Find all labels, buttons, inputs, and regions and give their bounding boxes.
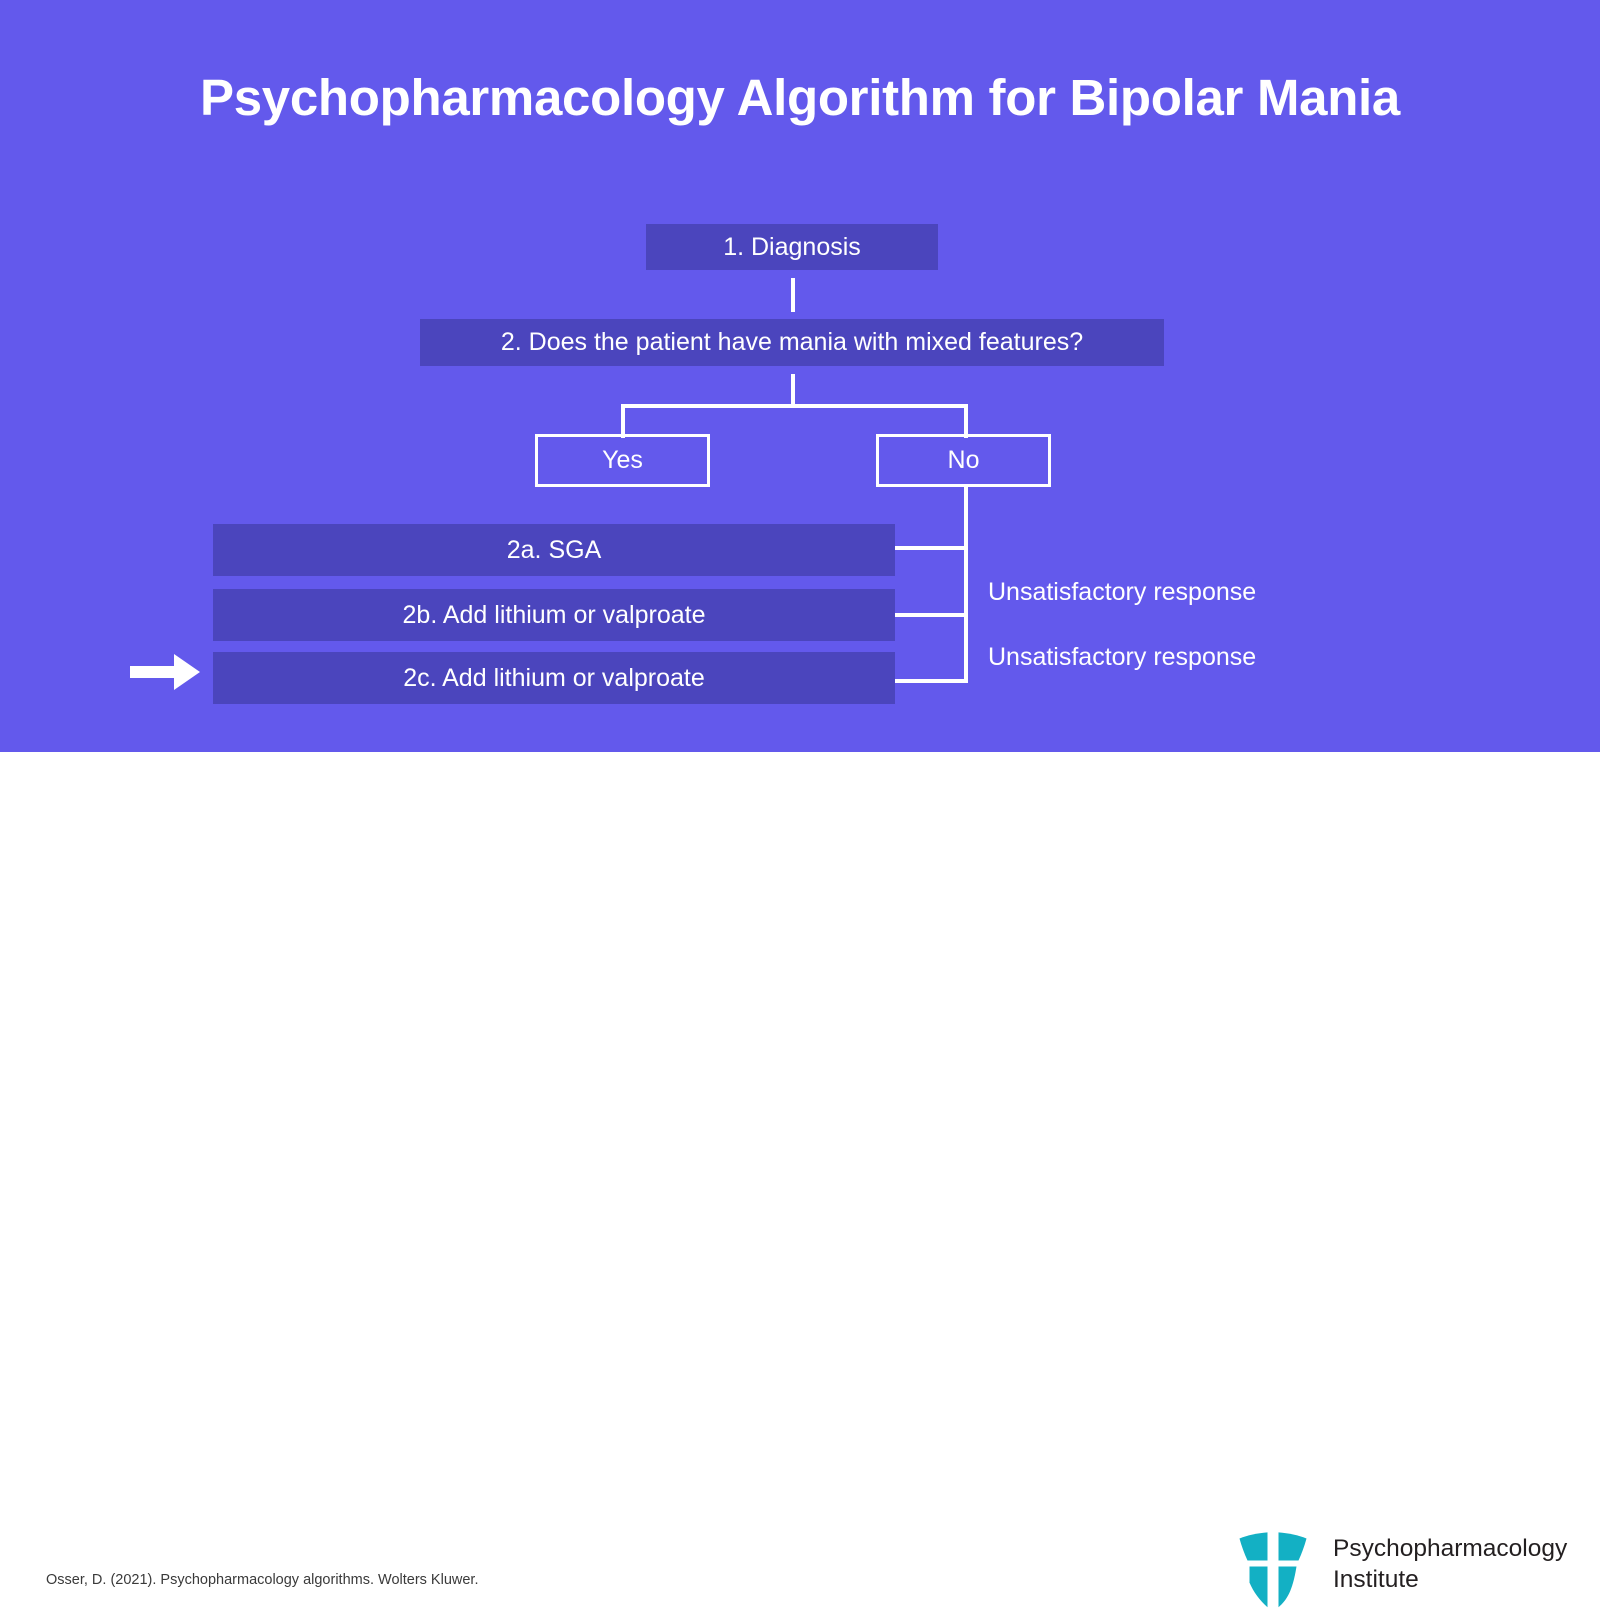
slide-footer: Osser, D. (2021). Psychopharmacology alg… (0, 752, 1600, 1608)
edge-label-unsatisfactory-response-2: Unsatisfactory response (988, 643, 1257, 671)
connector-split-horizontal (621, 404, 968, 408)
citation-text: Osser, D. (2021). Psychopharmacology alg… (46, 1572, 479, 1588)
slide-canvas: Psychopharmacology Algorithm for Bipolar… (0, 0, 1600, 752)
node-step-2b: 2b. Add lithium or valproate (213, 589, 895, 641)
connector-to-no (964, 404, 968, 438)
logo: Psychopharmacology Institute (1237, 1530, 1577, 1610)
connector-ladder-to-2b (895, 613, 968, 617)
connector-ladder-vertical (964, 487, 968, 683)
connector-diagnosis-to-question (791, 278, 795, 312)
logo-text-line2: Institute (1333, 1565, 1419, 1593)
node-step-2c: 2c. Add lithium or valproate (213, 652, 895, 704)
edge-label-unsatisfactory-response-1: Unsatisfactory response (988, 578, 1257, 606)
connector-ladder-to-2c (895, 679, 968, 683)
logo-text-line1: Psychopharmacology (1333, 1535, 1568, 1562)
node-question-mixed-features: 2. Does the patient have mania with mixe… (420, 319, 1164, 366)
node-no: No (876, 434, 1051, 487)
node-step-2a: 2a. SGA (213, 524, 895, 576)
shield-cross-icon (1239, 1532, 1307, 1608)
connector-to-yes (621, 404, 625, 438)
logo-text: Psychopharmacology Institute (1333, 1534, 1567, 1596)
page-title: Psychopharmacology Algorithm for Bipolar… (200, 69, 1400, 126)
node-yes: Yes (535, 434, 710, 487)
connector-question-down (791, 374, 795, 406)
node-diagnosis: 1. Diagnosis (646, 224, 938, 270)
connector-ladder-to-2a (895, 546, 968, 550)
right-arrow-icon (130, 654, 200, 690)
